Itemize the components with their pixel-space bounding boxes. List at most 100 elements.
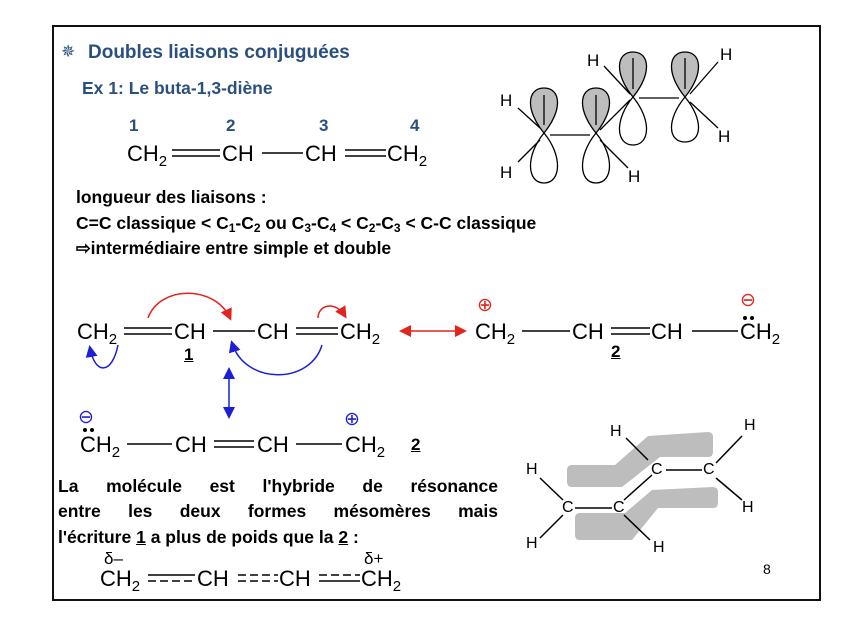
group-ch2: CH2 bbox=[387, 141, 428, 170]
group-ch: CH bbox=[651, 319, 683, 344]
group-ch2: CH2 bbox=[361, 566, 402, 595]
bonds-form1 bbox=[124, 327, 338, 335]
group-ch: CH bbox=[572, 319, 604, 344]
pi-cloud-diagram bbox=[539, 432, 743, 541]
cloud-c: C bbox=[703, 461, 715, 478]
slide-frame bbox=[52, 25, 821, 601]
p-orbital-diagram bbox=[517, 51, 719, 184]
t: ou C bbox=[260, 213, 305, 233]
t: -C bbox=[235, 213, 254, 233]
sub: 3 bbox=[304, 221, 311, 235]
lone-pairs bbox=[83, 316, 754, 432]
group-text: CH bbox=[475, 319, 507, 344]
example-heading: Ex 1: Le buta-1,3-diène bbox=[82, 78, 273, 98]
subscript: 2 bbox=[108, 331, 118, 348]
form-2-label: 2 bbox=[411, 435, 421, 454]
group-ch: CH bbox=[222, 141, 254, 166]
bonds-form2-bottom bbox=[127, 440, 342, 448]
orbital-h: H bbox=[720, 45, 733, 64]
t: : bbox=[348, 527, 359, 547]
subscript: 2 bbox=[506, 331, 516, 348]
delta-plus: δ+ bbox=[364, 549, 384, 568]
form-ref: 2 bbox=[338, 527, 349, 547]
subscript: 2 bbox=[392, 578, 402, 595]
carbon-number-1: 1 bbox=[129, 116, 139, 135]
sub: 2 bbox=[253, 221, 261, 235]
subscript: 2 bbox=[771, 331, 781, 348]
group-ch: CH bbox=[174, 319, 206, 344]
subscript: 2 bbox=[131, 578, 141, 595]
group-ch: CH bbox=[305, 141, 337, 166]
plus-charge: ⊕ bbox=[477, 295, 493, 316]
sub: 3 bbox=[393, 221, 401, 235]
cloud-h: H bbox=[526, 461, 538, 478]
sub: 2 bbox=[368, 221, 376, 235]
hybrid-text-line: entre les deux formes mésomères mais bbox=[58, 501, 498, 521]
group-text: CH bbox=[740, 319, 772, 344]
group-text: CH bbox=[361, 566, 393, 591]
subscript: 2 bbox=[376, 444, 386, 461]
lengths-order: C=C classique < C1-C2 ou C3-C4 < C2-C3 <… bbox=[76, 213, 537, 235]
plus-charge: ⊕ bbox=[344, 409, 360, 430]
bonds-hybrid bbox=[148, 574, 360, 582]
cloud-h: H bbox=[610, 423, 622, 440]
minus-charge: ⊖ bbox=[78, 407, 94, 428]
cloud-h: H bbox=[744, 417, 756, 434]
page-number: 8 bbox=[763, 561, 771, 577]
cloud-h: H bbox=[742, 499, 754, 516]
blue-curved-arrow-2 bbox=[228, 340, 323, 376]
sub: 4 bbox=[329, 221, 337, 235]
group-ch2: CH2 bbox=[100, 566, 141, 595]
group-ch2: CH2 bbox=[340, 319, 380, 348]
t: C=C classique < C bbox=[76, 213, 229, 233]
hybrid-text-line: La molécule est l'hybride de résonance bbox=[58, 476, 498, 496]
delta-minus: δ– bbox=[104, 549, 123, 568]
orbital-h: H bbox=[500, 163, 513, 182]
group-ch: CH bbox=[197, 566, 229, 591]
bonds-top bbox=[172, 149, 386, 157]
blue-curved-arrow-1 bbox=[85, 344, 119, 369]
form-2-label: 2 bbox=[611, 342, 621, 361]
group-ch2: CH2 bbox=[80, 434, 121, 461]
t: a plus de poids que la bbox=[145, 527, 339, 547]
subscript: 2 bbox=[111, 444, 121, 461]
group-ch: CH bbox=[175, 432, 207, 457]
lengths-conclusion: ⇨intermédiaire entre simple et double bbox=[76, 238, 392, 258]
cloud-c: C bbox=[562, 499, 574, 516]
hybrid-text-line: l'écriture 1 a plus de poids que la 2 : bbox=[58, 527, 359, 547]
bonds-form2-right bbox=[522, 327, 738, 335]
slide-title: Doubles liaisons conjuguées bbox=[88, 42, 350, 63]
form-1-label: 1 bbox=[184, 345, 194, 364]
bullet-star-icon: ✵ bbox=[61, 42, 76, 61]
group-ch2: CH2 bbox=[475, 319, 516, 348]
group-text: CH bbox=[340, 319, 372, 344]
orbital-h: H bbox=[587, 51, 600, 70]
t: < C-C classique bbox=[400, 213, 537, 233]
cloud-h: H bbox=[526, 535, 538, 552]
orbital-h: H bbox=[500, 91, 513, 110]
orbital-h: H bbox=[628, 167, 641, 186]
group-ch2: CH2 bbox=[77, 321, 118, 348]
subscript: 2 bbox=[158, 153, 168, 170]
cloud-c: C bbox=[613, 499, 625, 516]
group-ch: CH bbox=[279, 566, 311, 591]
carbon-number-3: 3 bbox=[319, 116, 329, 135]
group-text: CH bbox=[100, 566, 132, 591]
red-curved-arrow-2 bbox=[317, 305, 347, 319]
group-text: CH bbox=[345, 432, 377, 457]
group-ch2: CH2 bbox=[740, 319, 781, 348]
orbital-h: H bbox=[718, 127, 731, 146]
group-ch: CH bbox=[257, 319, 289, 344]
group-text: CH bbox=[387, 141, 419, 166]
t: -C bbox=[311, 213, 330, 233]
carbon-number-2: 2 bbox=[226, 116, 236, 135]
red-curved-arrow-1 bbox=[147, 292, 232, 321]
lengths-heading: longueur des liaisons : bbox=[76, 187, 267, 207]
subscript: 2 bbox=[418, 153, 428, 170]
cloud-c: C bbox=[651, 461, 663, 478]
carbon-number-4: 4 bbox=[410, 116, 420, 135]
group-ch2: CH2 bbox=[127, 141, 168, 170]
cloud-h: H bbox=[653, 539, 665, 556]
group-text: CH bbox=[127, 141, 159, 166]
